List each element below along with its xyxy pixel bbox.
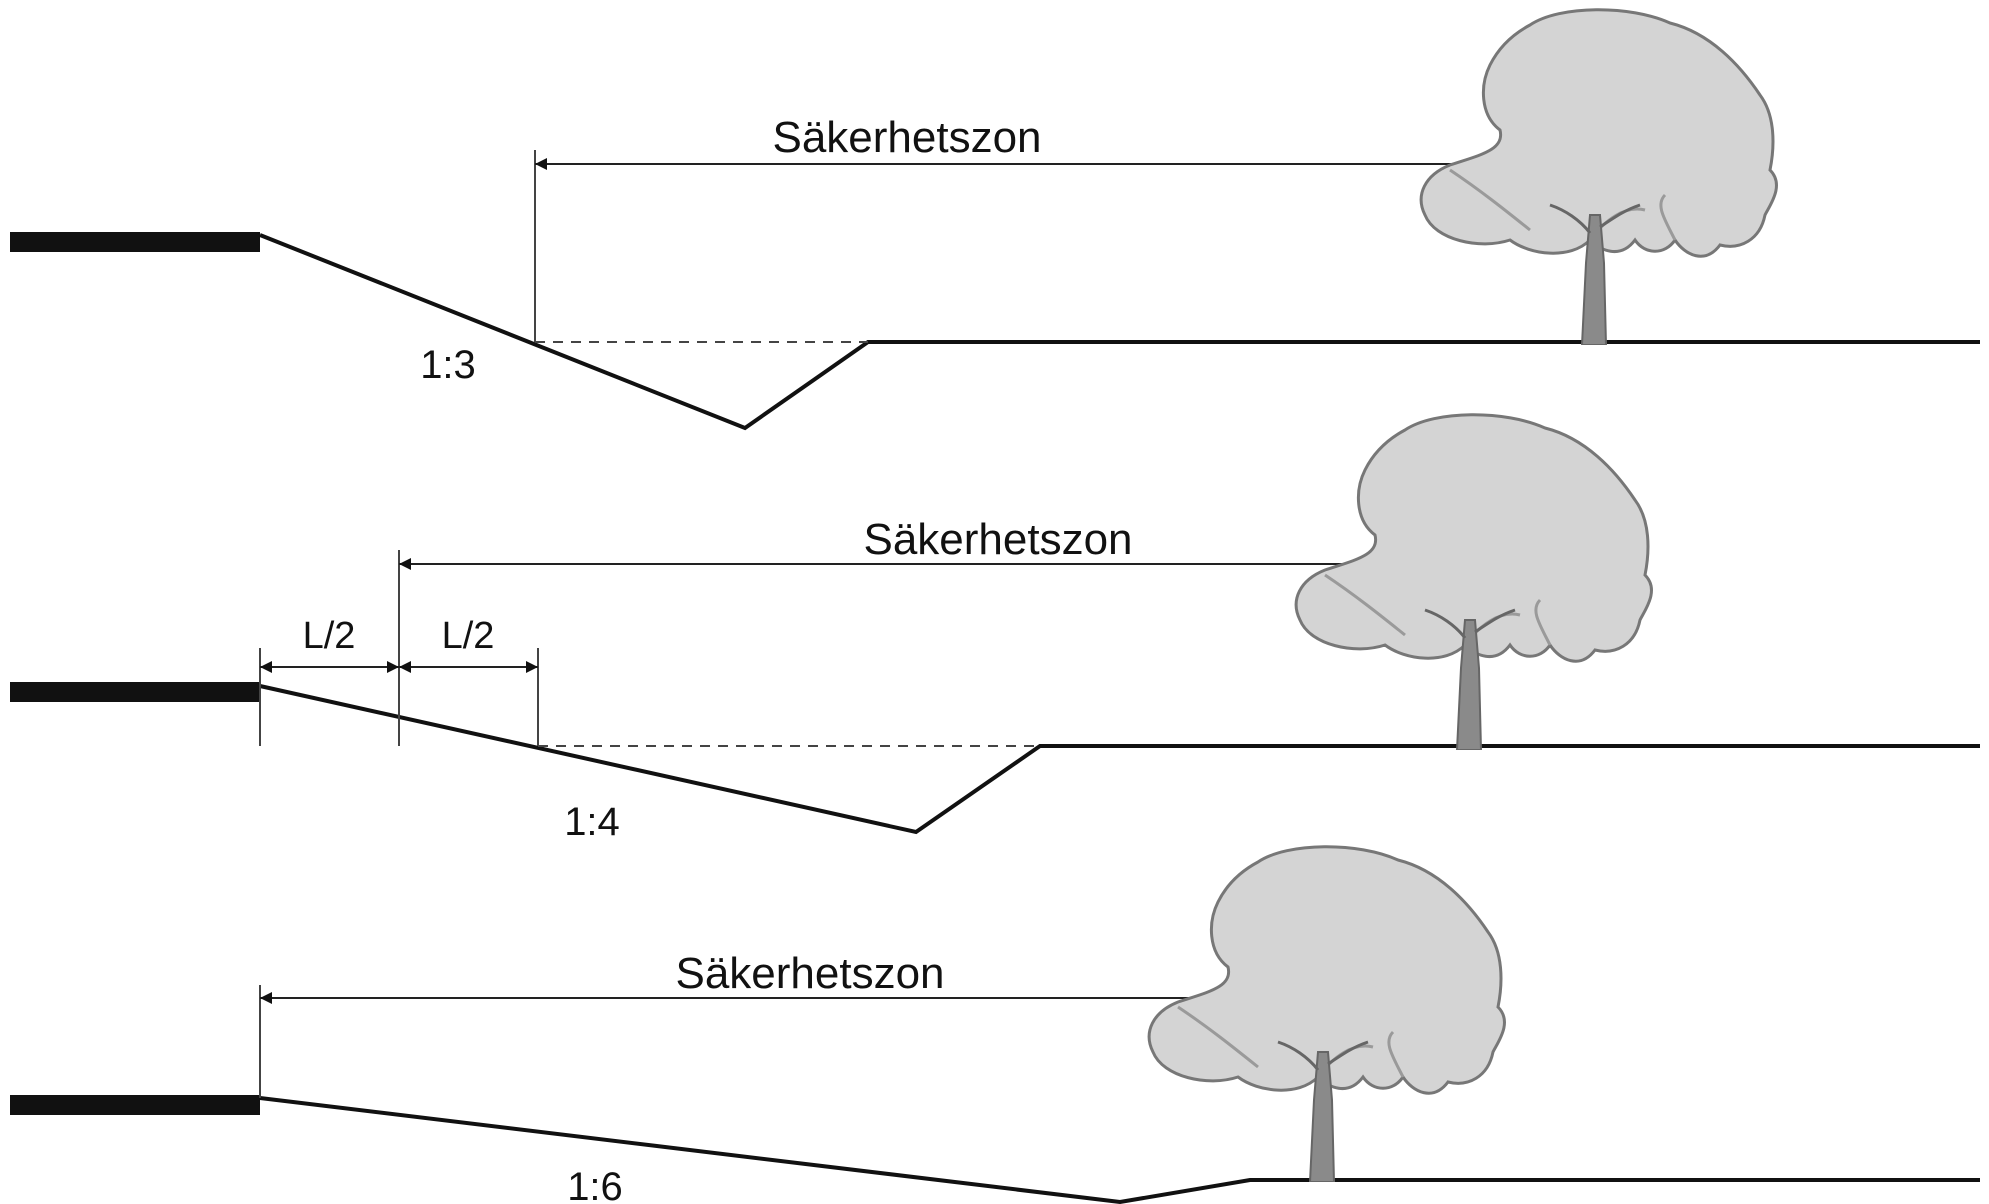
tree-icon — [1147, 845, 1506, 1182]
road-surface — [10, 1095, 260, 1115]
half-label-2: L/2 — [442, 615, 495, 657]
slope-label: 1:3 — [420, 343, 476, 387]
ditch-profile — [259, 233, 1980, 431]
ditch-profile — [259, 1096, 1980, 1204]
half-label-1: L/2 — [303, 615, 356, 657]
zone-label: Säkerhetszon — [863, 515, 1132, 564]
slope-label: 1:4 — [564, 800, 620, 844]
zone-label: Säkerhetszon — [675, 949, 944, 998]
panel-3: Säkerhetszon 1:6 — [10, 845, 1980, 1204]
slope-label: 1:6 — [567, 1165, 623, 1204]
tree-icon — [1419, 8, 1778, 345]
panel-1: Säkerhetszon 1:3 — [10, 8, 1980, 431]
road-surface — [10, 232, 260, 252]
panel-2: L/2 L/2 Säkerhetszon 1:4 — [10, 413, 1980, 844]
ditch-profile — [259, 684, 1980, 835]
road-surface — [10, 682, 260, 702]
tree-icon — [1294, 413, 1653, 750]
zone-label: Säkerhetszon — [772, 113, 1041, 162]
